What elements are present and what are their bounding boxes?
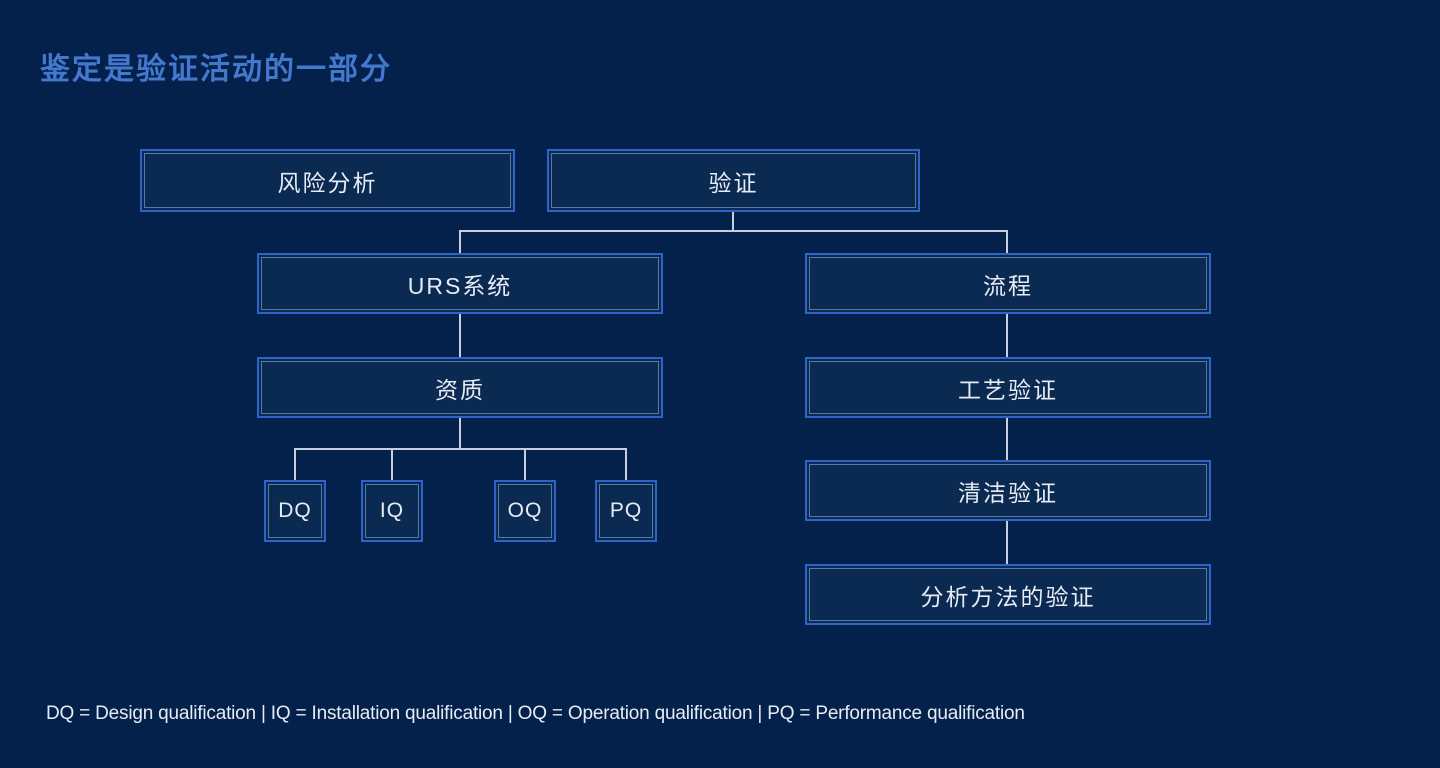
node-validation-label: 验证	[708, 169, 759, 196]
page-title: 鉴定是验证活动的一部分	[40, 53, 392, 86]
node-process-label: 流程	[983, 272, 1033, 299]
node-qualification-label: 资质	[435, 376, 485, 403]
node-qualification: 资质	[257, 357, 663, 418]
connector-line	[732, 212, 734, 231]
connector-line	[1006, 418, 1008, 460]
node-process-validation: 工艺验证	[805, 357, 1211, 418]
connector-line	[1006, 314, 1008, 357]
node-urs-system: URS系统	[257, 253, 663, 314]
node-cleaning-validation-label: 清洁验证	[958, 479, 1058, 506]
connector-line	[1006, 521, 1008, 564]
connector-line	[294, 450, 296, 480]
connector-line	[459, 314, 461, 357]
node-urs-system-label: URS系统	[407, 272, 513, 299]
connector-line	[294, 448, 627, 450]
node-pq: PQ	[595, 480, 657, 542]
node-cleaning-validation: 清洁验证	[805, 460, 1211, 521]
node-validation: 验证	[547, 149, 920, 212]
connector-line	[391, 450, 393, 480]
node-risk-analysis: 风险分析	[140, 149, 515, 212]
connector-line	[459, 418, 461, 448]
node-dq-label: DQ	[278, 499, 312, 522]
legend-caption: DQ = Design qualification | IQ = Install…	[46, 703, 1025, 724]
connector-line	[1006, 232, 1008, 253]
connector-line	[524, 450, 526, 480]
node-dq: DQ	[264, 480, 326, 542]
node-process-validation-label: 工艺验证	[958, 376, 1058, 403]
connector-line	[459, 232, 461, 253]
node-process: 流程	[805, 253, 1211, 314]
node-pq-label: PQ	[609, 499, 643, 522]
node-analytical-method-validation: 分析方法的验证	[805, 564, 1211, 625]
node-iq-label: IQ	[379, 499, 405, 522]
node-oq: OQ	[494, 480, 556, 542]
node-oq-label: OQ	[507, 499, 543, 522]
connector-line	[625, 450, 627, 480]
node-analytical-method-validation-label: 分析方法的验证	[920, 583, 1096, 610]
node-iq: IQ	[361, 480, 423, 542]
node-risk-analysis-label: 风险分析	[277, 169, 378, 196]
connector-line	[459, 230, 1008, 232]
